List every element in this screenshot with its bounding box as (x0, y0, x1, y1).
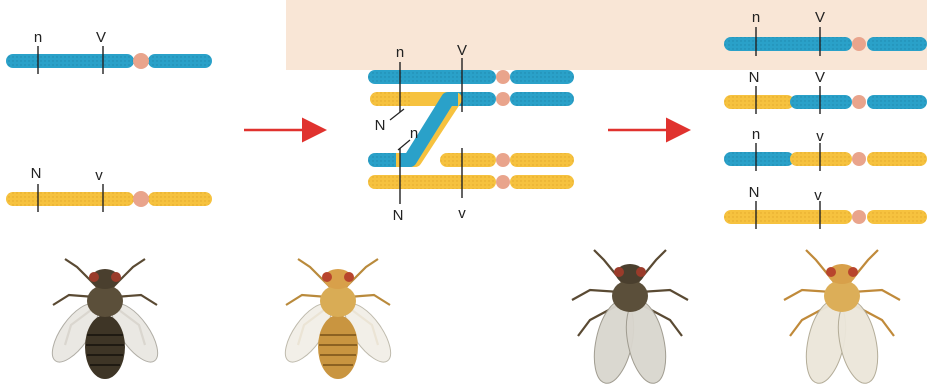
fly-icon (44, 259, 166, 379)
crossover-label-v-bottom: v (458, 205, 466, 222)
product-4-label-v: v (814, 187, 822, 204)
product-2-label-N: N (749, 69, 760, 86)
crossover-label-n: n (396, 44, 404, 61)
product-3-label-v: v (816, 128, 824, 145)
crossover-label-V: V (457, 42, 467, 59)
product-3-label-n: n (752, 126, 760, 143)
fly-icon (572, 250, 688, 387)
parental-chromosome-upper: n V (6, 29, 212, 74)
crossover-label-N-bottom: N (393, 207, 404, 224)
crossover-label-n-inner: n (410, 125, 418, 142)
product-chromosome-3: n v (724, 126, 927, 171)
fly-icon (784, 250, 900, 387)
product-1-label-V: V (815, 9, 825, 26)
product-2-label-V: V (815, 69, 825, 86)
product-4-label-N: N (749, 184, 760, 201)
centromere (133, 53, 149, 69)
gene-label-v: v (95, 167, 103, 184)
product-1-label-n: n (752, 9, 760, 26)
parental-chromosome-lower: N v (6, 165, 212, 212)
highlight-panel (286, 0, 927, 70)
product-chromosome-2: N V (724, 69, 927, 114)
centromere (133, 191, 149, 207)
crossover-label-N: N (375, 117, 386, 134)
gene-label-N: N (31, 165, 42, 182)
fly-icon (277, 259, 399, 379)
product-chromosome-4: N v (724, 184, 927, 229)
gene-label-V: V (96, 29, 106, 46)
gene-label-n: n (34, 29, 42, 46)
